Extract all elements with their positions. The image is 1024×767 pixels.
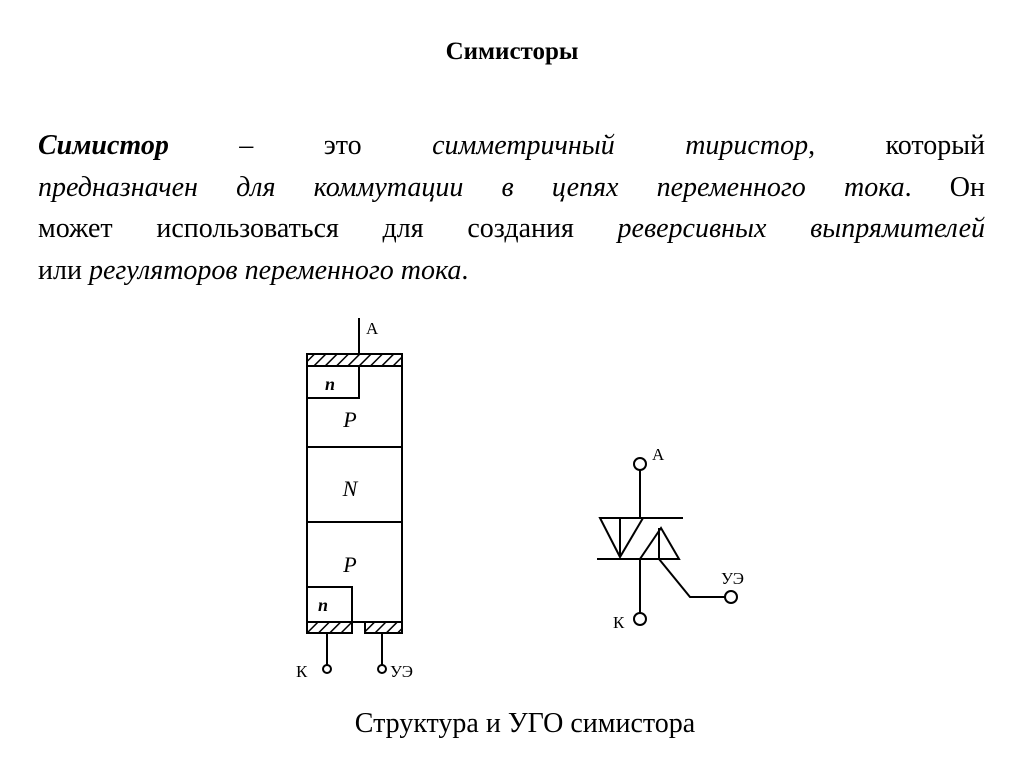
semiconductor-body <box>306 365 403 623</box>
text-segment: может использоваться для создания <box>38 213 618 244</box>
layer-n-top: n <box>325 374 335 394</box>
gate-wire <box>658 558 725 598</box>
cathode-terminal-icon <box>322 664 332 674</box>
n-top-region <box>307 366 360 399</box>
layer-p-top: P <box>342 407 356 432</box>
text-segment: . <box>461 254 469 286</box>
slide-title: Симисторы <box>445 38 579 65</box>
structure-gate-label: УЭ <box>390 662 413 681</box>
anode-terminal-icon <box>633 457 647 471</box>
layer-p-bottom: P <box>342 552 356 577</box>
italic-text: симметричный тиристор <box>432 130 809 161</box>
text-segment: – это <box>168 130 433 161</box>
layer-n-bottom: n <box>318 595 328 615</box>
paragraph-line: или регуляторов переменного тока. <box>38 250 985 292</box>
text-segment: . Он <box>904 171 985 203</box>
italic-text: предназначен для коммутации в цепях пере… <box>38 171 905 203</box>
text-segment: , который <box>808 130 986 161</box>
n-bottom-region <box>307 586 353 622</box>
italic-text: реверсивных выпрямителей <box>617 213 986 244</box>
cathode-terminal-icon <box>633 612 647 626</box>
structure-diagram <box>306 318 403 674</box>
symbol-gate-label: УЭ <box>721 569 744 588</box>
text-segment: или <box>38 254 89 286</box>
cathode-contact <box>306 621 353 634</box>
diode-down-icon <box>598 517 645 560</box>
layer-n-mid: N <box>342 476 359 501</box>
paragraph-line: Симистор – это симметричный тиристор, ко… <box>38 125 985 167</box>
symbol-cathode-label: К <box>613 613 625 632</box>
structure-anode-label: А <box>366 319 379 338</box>
gate-terminal-icon <box>724 590 738 604</box>
gate-contact <box>364 621 403 634</box>
italic-text: регуляторов переменного тока <box>88 254 462 286</box>
triac-symbol <box>597 457 738 626</box>
anode-contact <box>306 353 403 367</box>
symbol-anode-label: А <box>652 445 665 464</box>
structure-cathode-label: К <box>296 662 308 681</box>
definition-paragraph: Симистор – это симметричный тиристор, ко… <box>38 125 985 291</box>
gate-terminal-icon <box>377 664 387 674</box>
term-bold: Симистор <box>38 130 169 161</box>
paragraph-line: может использоваться для создания реверс… <box>38 208 985 250</box>
paragraph-line: предназначен для коммутации в цепях пере… <box>38 167 985 209</box>
figure-caption: Структура и УГО симистора <box>354 708 696 739</box>
